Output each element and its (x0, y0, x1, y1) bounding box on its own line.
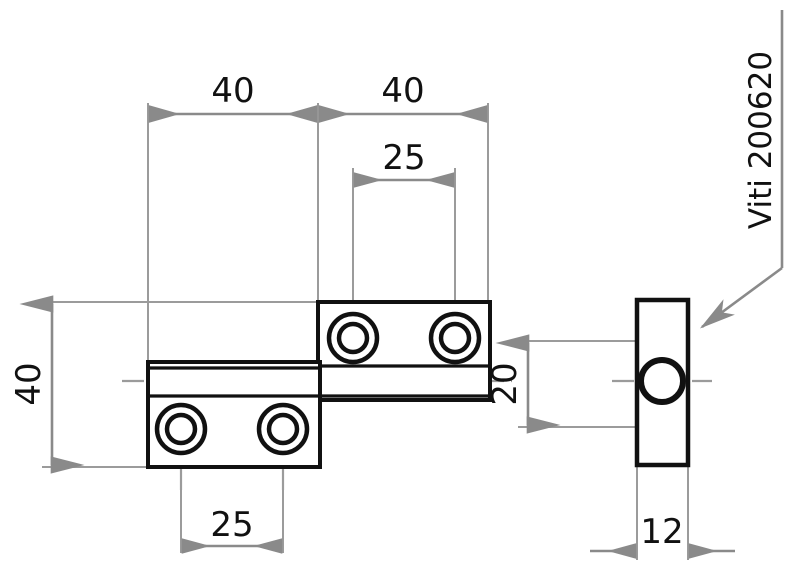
hole-lower-left (154, 402, 208, 456)
dimension-top-left-40: 40 (211, 71, 254, 111)
dimension-side-20: 20 (485, 362, 525, 405)
dimension-side-12: 12 (640, 512, 683, 552)
dimension-bottom-25: 25 (210, 505, 253, 545)
hole-lower-right (256, 402, 310, 456)
side-view-body (634, 297, 691, 468)
side-view-hole (638, 357, 686, 405)
dimension-top-right-40: 40 (381, 71, 424, 111)
dimension-top-25: 25 (382, 138, 425, 178)
hole-upper-right (428, 311, 482, 365)
label-leader-line (699, 10, 784, 329)
dimension-lines (19, 105, 735, 559)
part-label-viti: Viti 200620 (743, 51, 779, 229)
hole-upper-left (326, 311, 380, 365)
dimension-left-40: 40 (9, 362, 49, 405)
